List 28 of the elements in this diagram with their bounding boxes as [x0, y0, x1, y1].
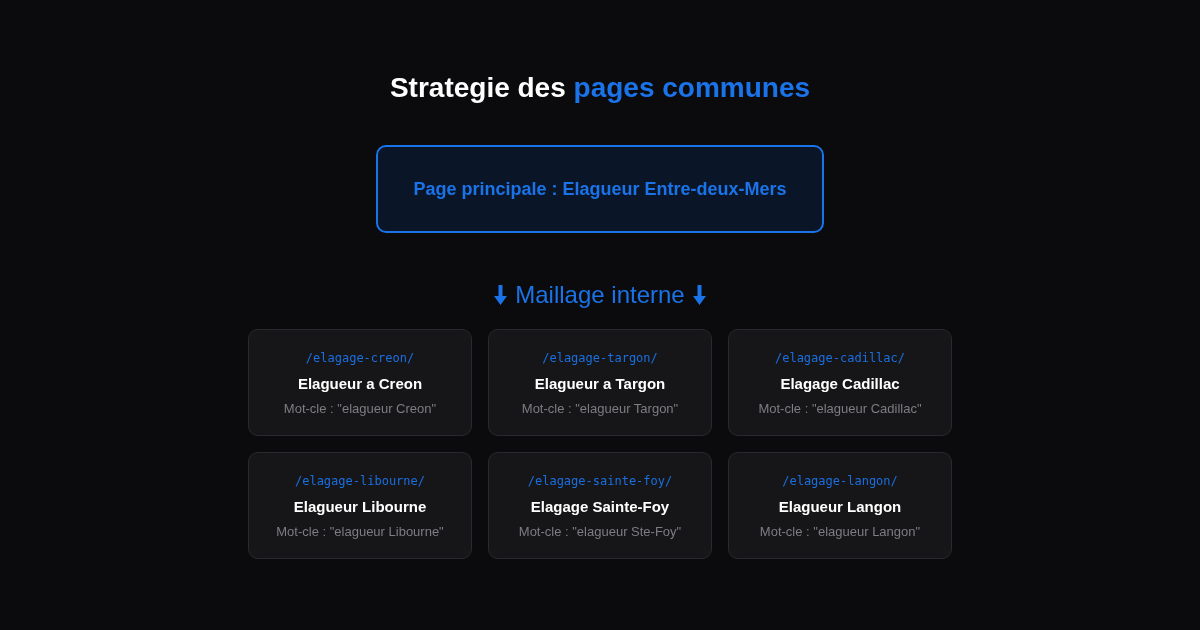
page-title: Elagueur a Creon — [297, 374, 423, 394]
keyword-text: Mot-cle : "elagueur Targon" — [521, 400, 679, 418]
page-card — [728, 452, 952, 559]
page-title: Elagueur a Targon — [534, 374, 666, 394]
page-card — [248, 452, 472, 559]
page-title: Elagage Cadillac — [780, 374, 900, 394]
page-card — [488, 329, 712, 436]
url-path: /elagage-cadillac/ — [774, 350, 905, 366]
page-card — [248, 329, 472, 436]
diagram-title: Strategie des pages communes — [389, 71, 811, 105]
page-title: Elagueur Libourne — [293, 497, 427, 517]
keyword-text: Mot-cle : "elagueur Cadillac" — [758, 400, 922, 418]
keyword-text: Mot-cle : "elagueur Creon" — [283, 400, 437, 418]
page-title: Elagueur Langon — [778, 497, 902, 517]
page-card — [488, 452, 712, 559]
page-title: Page principale : Elagueur Entre-deux-Mers — [413, 178, 787, 201]
keyword-text: Mot-cle : "elagueur Langon" — [759, 523, 921, 541]
keyword-text: Mot-cle : "elagueur Ste-Foy" — [518, 523, 682, 541]
url-path: /elagage-targon/ — [542, 350, 658, 366]
url-path: /elagage-libourne/ — [294, 473, 425, 489]
page-card — [728, 329, 952, 436]
url-path: /elagage-creon/ — [305, 350, 415, 366]
url-path: /elagage-langon/ — [782, 473, 898, 489]
url-path: /elagage-sainte-foy/ — [527, 473, 673, 489]
page-title: Elagage Sainte-Foy — [530, 497, 670, 517]
main-page-box — [376, 145, 824, 233]
section-heading: Maillage interne — [515, 280, 685, 310]
keyword-text: Mot-cle : "elagueur Libourne" — [276, 523, 444, 541]
